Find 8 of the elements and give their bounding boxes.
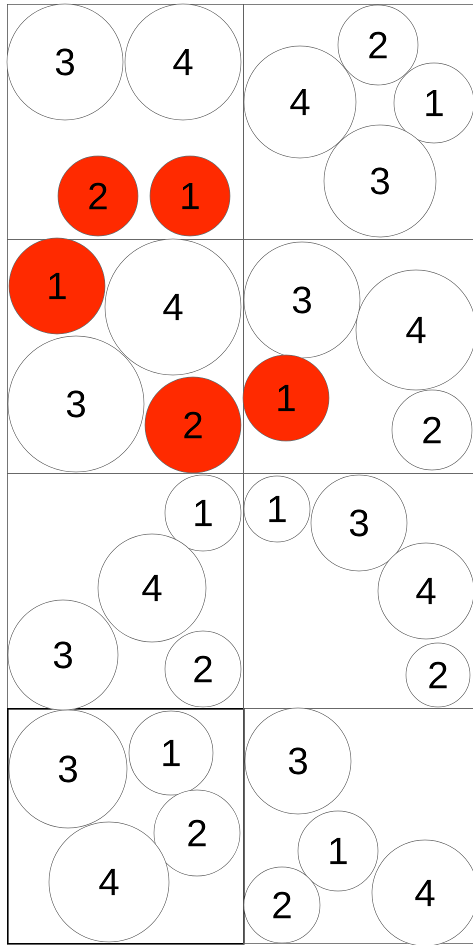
panel-frame <box>7 239 244 474</box>
node-label: 4 <box>416 578 436 604</box>
panel-frame <box>7 4 244 240</box>
panel-frame <box>7 708 245 945</box>
node-label: 2 <box>273 892 291 918</box>
node-label: 4 <box>415 880 434 906</box>
node-label: 4 <box>99 868 118 896</box>
node-label: 4 <box>406 316 426 344</box>
